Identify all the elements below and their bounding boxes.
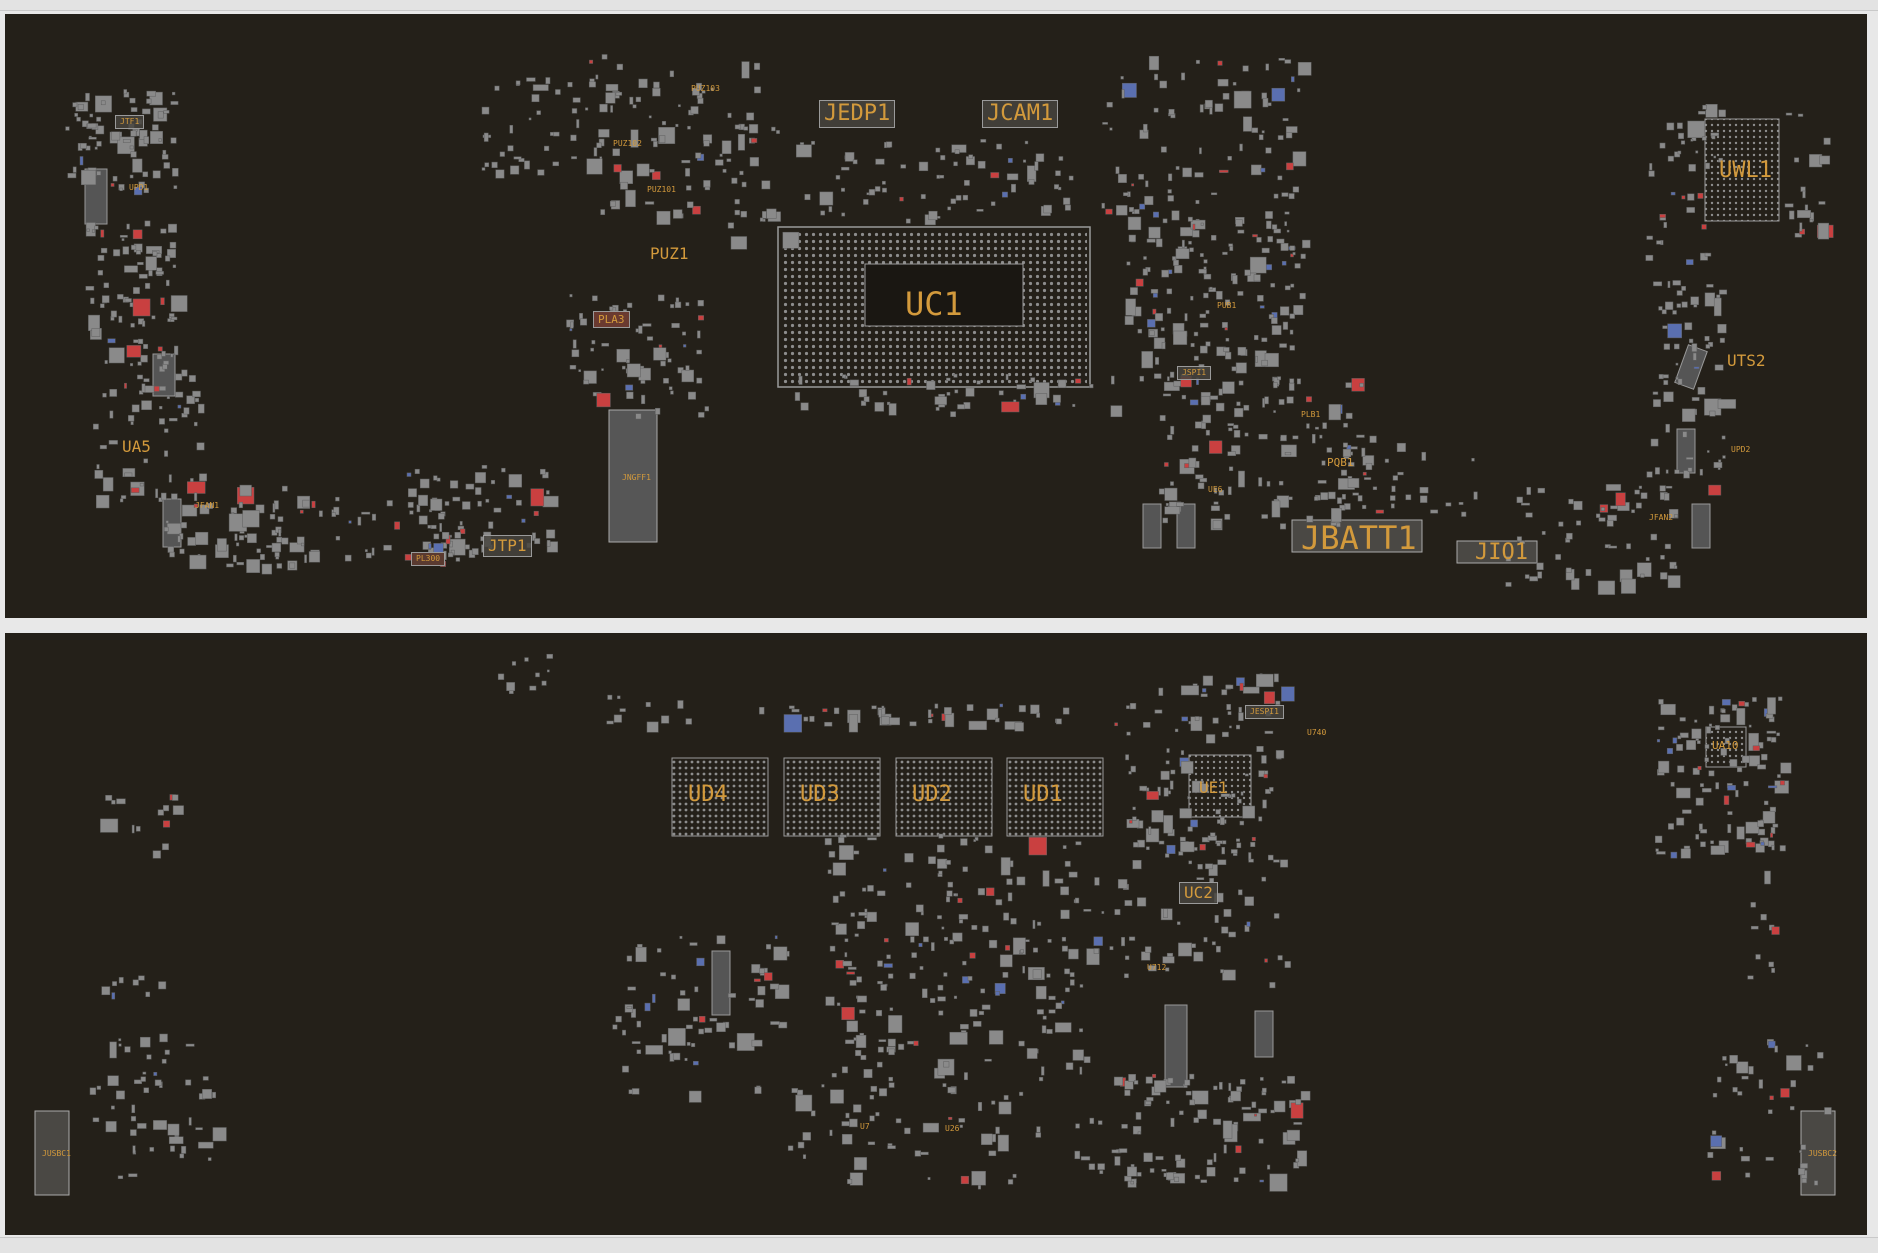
cpu-bga-package <box>777 226 1091 388</box>
label-ue1[interactable]: UE1 <box>1199 778 1228 797</box>
label-jusbc2[interactable]: JUSBC2 <box>1808 1149 1837 1158</box>
label-upd1[interactable]: UPD1 <box>129 183 149 192</box>
label-ua10[interactable]: UA10 <box>1712 739 1739 752</box>
label-jespi1[interactable]: JESPI1 <box>1245 705 1284 719</box>
label-u26[interactable]: U26 <box>945 1124 960 1133</box>
label-jfan1[interactable]: JFAN1 <box>195 501 220 510</box>
dram-ud2 <box>895 757 993 837</box>
label-plb1[interactable]: PLB1 <box>1301 410 1321 419</box>
label-pl300[interactable]: PL300 <box>411 552 446 566</box>
board-bottom-drawing <box>34 653 1836 1196</box>
dram-ud4 <box>671 757 769 837</box>
label-u740[interactable]: U740 <box>1307 728 1327 737</box>
label-jspi1[interactable]: JSPI1 <box>1177 366 1212 380</box>
label-u7[interactable]: U7 <box>860 1122 870 1131</box>
label-uwl1[interactable]: UWL1 <box>1719 158 1772 183</box>
label-pub1[interactable]: PUB1 <box>1217 301 1237 310</box>
label-jedp1[interactable]: JEDP1 <box>819 100 896 128</box>
ngff-connector <box>608 409 658 543</box>
board-top-drawing <box>65 54 1834 595</box>
usbc1-connector <box>34 1110 70 1196</box>
label-uc2[interactable]: UC2 <box>1179 882 1218 904</box>
status-strip <box>0 1237 1878 1253</box>
label-pla3[interactable]: PLA3 <box>593 311 630 328</box>
io-connector <box>1456 540 1538 564</box>
label-ud1[interactable]: UD1 <box>1023 782 1063 807</box>
label-pqb1[interactable]: PQB1 <box>1327 456 1354 469</box>
label-jcam1[interactable]: JCAM1 <box>982 100 1059 128</box>
label-u712[interactable]: U712 <box>1147 963 1167 972</box>
label-uts2[interactable]: UTS2 <box>1727 351 1766 370</box>
label-puz1[interactable]: PUZ1 <box>650 244 689 263</box>
battery-connector <box>1291 519 1423 553</box>
label-uc1[interactable]: UC1 <box>905 285 963 323</box>
label-jtp1[interactable]: JTP1 <box>483 535 532 557</box>
label-ue6[interactable]: UE6 <box>1208 485 1223 494</box>
ue1-package <box>1188 754 1252 818</box>
board-bottom-view[interactable]: UD4 UD3 UD2 UD1 UE1 UC2 UA10 JESPI1 U740… <box>5 633 1867 1235</box>
label-puz102[interactable]: PUZ102 <box>613 139 642 148</box>
label-jbatt1[interactable]: JBATT1 <box>1301 519 1417 557</box>
label-jngff1[interactable]: JNGFF1 <box>622 473 651 482</box>
dram-ud3 <box>783 757 881 837</box>
label-upd2[interactable]: UPD2 <box>1731 445 1751 454</box>
label-jio1[interactable]: JIO1 <box>1475 540 1528 565</box>
label-jusbc1[interactable]: JUSBC1 <box>42 1149 71 1158</box>
label-jtf1[interactable]: JTF1 <box>115 115 145 129</box>
label-jfan2[interactable]: JFAN2 <box>1649 513 1674 522</box>
label-puz101[interactable]: PUZ101 <box>647 185 676 194</box>
label-ud3[interactable]: UD3 <box>800 782 840 807</box>
label-ud4[interactable]: UD4 <box>688 782 728 807</box>
toolbar-strip <box>0 0 1878 11</box>
label-puz103[interactable]: PUZ103 <box>691 84 720 93</box>
label-ud2[interactable]: UD2 <box>912 782 952 807</box>
label-ua5[interactable]: UA5 <box>122 437 151 456</box>
board-top-view[interactable]: UC1 JEDP1 JCAM1 UWL1 JBATT1 JIO1 PUZ1 PL… <box>5 14 1867 618</box>
dram-ud1 <box>1006 757 1104 837</box>
